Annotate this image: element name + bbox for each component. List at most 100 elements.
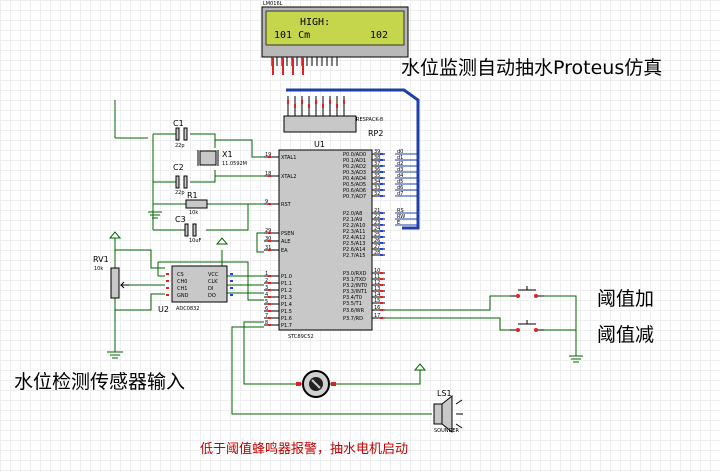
button-threshold-up[interactable]: [510, 286, 544, 298]
mcu-right-pin-number: 38: [374, 155, 380, 161]
crystal-x1[interactable]: X1 11.0592M: [197, 150, 247, 167]
rv1-value: 10k: [94, 266, 103, 272]
rp2-pin-marker: [287, 100, 289, 104]
mcu-right-pin-number: 34: [374, 179, 380, 185]
mcu-right-pin-name: P0.0/AD0: [343, 152, 366, 158]
rp2-pin-marker: [322, 104, 324, 108]
mcu-right-pin-name: P2.1/A9: [343, 217, 362, 223]
mcu-left-pin-name: P1.7: [281, 323, 292, 329]
mcu-right-pin-number: 17: [374, 313, 380, 319]
title-annotation: 水位监测自动抽水Proteus仿真: [401, 57, 662, 79]
capacitor-c2[interactable]: C2 22p: [173, 163, 188, 196]
u2-pin-left-label: CS: [177, 272, 184, 278]
mcu-left-pin-number: 8: [265, 320, 268, 326]
rp2-pin-marker: [315, 100, 317, 104]
pump-motor[interactable]: [296, 370, 336, 398]
mcu-right-pin-name: P0.7/AD7: [343, 194, 366, 200]
u2-pin-right-marker: [230, 280, 233, 282]
mcu-left-pin-name: PSEN: [281, 231, 294, 237]
rp2-pin-marker: [294, 104, 296, 108]
mcu-right-pin-marker: [380, 177, 383, 179]
mcu-left-pin-number: 19: [265, 152, 271, 158]
mcu-left-pin-name: P1.3: [281, 295, 292, 301]
u2-pin-right-label: DO: [208, 293, 216, 299]
net-label: RW: [397, 214, 405, 220]
u2-part: ADC0832: [176, 306, 200, 312]
net-label: d6: [397, 185, 403, 191]
mcu-right-pin-name: P2.5/A13: [343, 241, 365, 247]
mcu-right-pin-marker: [380, 153, 383, 155]
potentiometer-rv1[interactable]: RV1 10k: [93, 255, 129, 299]
mcu-left-pin-name: P1.1: [281, 281, 292, 287]
mcu-right-pin-number: 35: [374, 173, 380, 179]
net-label: d3: [397, 167, 403, 173]
mcu-right-pin-name: P2.0/A8: [343, 211, 362, 217]
net-label: d7: [397, 191, 403, 197]
mcu-right-pin-name: P2.3/A11: [343, 229, 365, 235]
capacitor-c1[interactable]: C1 22p: [173, 119, 188, 149]
rp2-ref-label: RP2: [368, 129, 383, 138]
button-threshold-down[interactable]: [510, 320, 544, 332]
lcd-line1: HIGH:: [300, 17, 330, 28]
mcu-right-pin-number: 24: [374, 226, 380, 232]
mcu-right-pin-marker: [380, 296, 383, 298]
mcu-right-pin-name: P3.3/INT1: [343, 289, 367, 295]
c1-value: 22p: [175, 143, 185, 149]
mcu-left-pin-marker: [268, 275, 271, 277]
rp2-pin-marker: [329, 100, 331, 104]
mcu-ref-label: U1: [314, 140, 325, 149]
mcu-right-pin-name: P2.7/A15: [343, 253, 365, 259]
mcu-right-pin-number: 28: [374, 250, 380, 256]
lcd-module[interactable]: LM016L HIGH: 101 Cm 102: [261, 1, 409, 66]
mcu-left-pin-name: ALE: [281, 239, 290, 245]
sounder-ls1[interactable]: LS1 SOUNDER: [433, 389, 463, 434]
capacitor-c3[interactable]: C3 10uF: [175, 215, 202, 244]
mcu-left-pin-name: P1.5: [281, 309, 292, 315]
lcd-model-label: LM016L: [263, 1, 283, 7]
mcu-right-pin-name: P3.5/T1: [343, 301, 362, 307]
resistor-r1[interactable]: R1 10k: [185, 191, 208, 216]
lcd-connections: [272, 57, 304, 75]
u2-pin-left-marker: [166, 287, 169, 289]
mcu-left-pin-number: 5: [265, 299, 268, 305]
ls1-part: SOUNDER: [434, 428, 460, 434]
mcu-left-pin-number: 1: [265, 271, 268, 277]
mcu-left-pin-marker: [268, 324, 271, 326]
mcu-left-pin-marker: [268, 310, 271, 312]
mcu-left-pin-number: 18: [265, 171, 271, 177]
mcu-right-pin-number: 21: [374, 208, 380, 214]
mcu-left-pin-marker: [268, 289, 271, 291]
net-label: d2: [397, 161, 403, 167]
alarm-note: 低于阈值蜂鸣器报警，抽水电机启动: [200, 441, 408, 457]
mcu-left-pin-marker: [268, 317, 271, 319]
mcu-right-pin-number: 15: [374, 298, 380, 304]
c3-ref: C3: [175, 215, 186, 224]
mcu-right-pin-marker: [380, 218, 383, 220]
net-label: d4: [397, 173, 403, 179]
mcu-right-pin-name: P0.2/AD2: [343, 164, 366, 170]
rp2-pin-marker: [343, 100, 345, 104]
mcu-left-pin-marker: [268, 232, 271, 234]
mcu-right-pin-name: P2.4/A12: [343, 235, 365, 241]
mcu-left-pin-name: P1.6: [281, 316, 292, 322]
mcu-left-pin-name: P1.0: [281, 274, 292, 280]
mcu-right-pin-marker: [380, 236, 383, 238]
mcu-left-pin-marker: [268, 282, 271, 284]
u2-pin-right-label: DI: [208, 286, 213, 292]
mcu-left-pin-number: 3: [265, 285, 268, 291]
mcu-right-pin-marker: [380, 212, 383, 214]
mcu-left-pin-marker: [268, 240, 271, 242]
u2-pin-left-label: CH1: [177, 286, 187, 292]
mcu-left-pin-name: P1.2: [281, 288, 292, 294]
u2-pin-left-marker: [166, 294, 169, 296]
mcu-left-pin-number: 7: [265, 313, 268, 319]
resistor-pack-rp2[interactable]: RESPACK-8 RP2: [283, 96, 383, 138]
c3-value: 10uF: [189, 238, 202, 244]
mcu-right-pin-name: P3.4/T0: [343, 295, 362, 301]
mcu-right-pin-marker: [380, 248, 383, 250]
mcu-right-pin-name: P3.0/RXD: [343, 271, 367, 277]
